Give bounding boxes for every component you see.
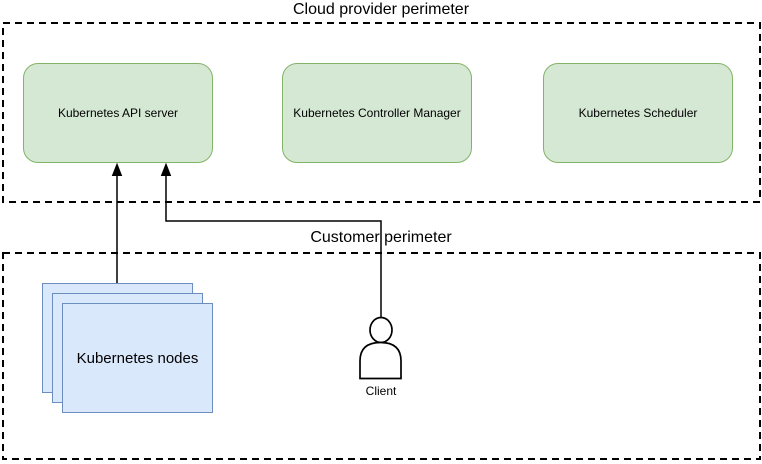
customer-perimeter-title: Customer perimeter bbox=[310, 229, 452, 246]
arrowhead-client-to-api bbox=[160, 162, 172, 176]
node-kubernetes-scheduler: Kubernetes Scheduler bbox=[543, 63, 733, 163]
person-icon bbox=[359, 316, 402, 380]
client-label: Client bbox=[365, 384, 397, 398]
arrowhead-nodes-to-api bbox=[111, 162, 123, 176]
connector-client-to-api bbox=[165, 175, 382, 317]
node-kubernetes-api-server: Kubernetes API server bbox=[23, 63, 213, 163]
person-head bbox=[369, 316, 393, 344]
cloud-perimeter-border bbox=[2, 22, 761, 203]
person-body bbox=[359, 341, 402, 380]
node-kubernetes-nodes: Kubernetes nodes bbox=[62, 303, 213, 413]
node-kubernetes-controller-manager: Kubernetes Controller Manager bbox=[282, 63, 472, 163]
cloud-perimeter-title: Cloud provider perimeter bbox=[292, 1, 470, 18]
